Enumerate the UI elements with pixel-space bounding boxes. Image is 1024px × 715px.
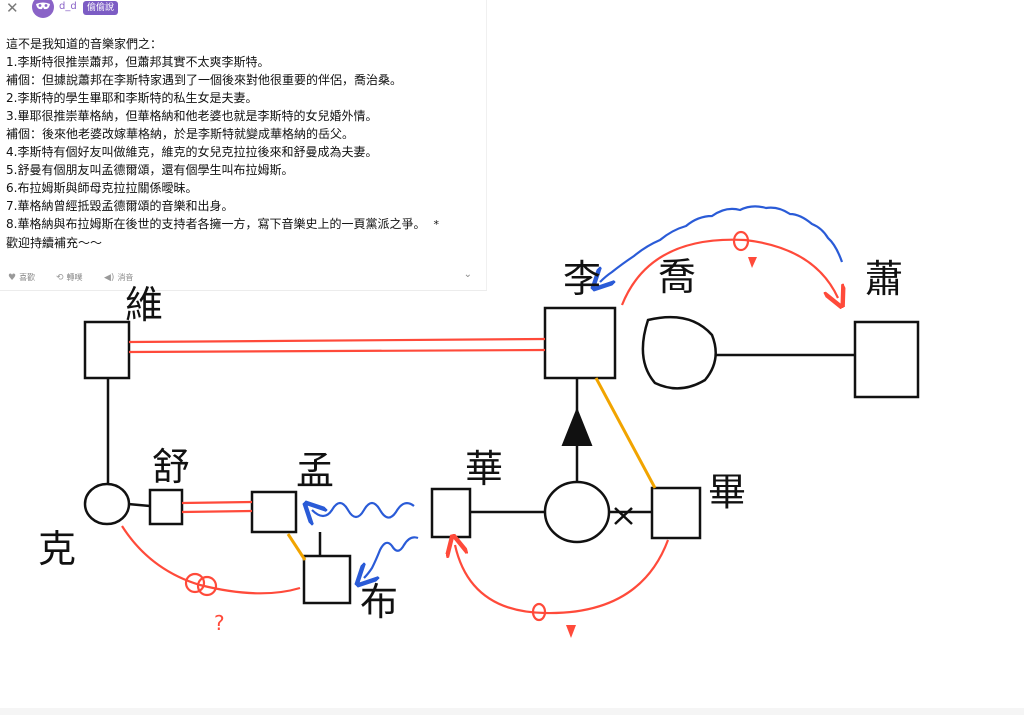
label-li: 李 [563,257,601,301]
ring-mark-bottom [531,602,547,622]
speaker-icon: ◀) [104,272,115,283]
node-xiao [853,320,920,399]
wei-li-friend-line-1 [128,337,546,344]
wei-li-friend-line-2 [128,348,546,354]
node-li [543,306,617,380]
label-xiao: 蕭 [865,257,903,301]
chevron-down-icon[interactable]: ⌄ [463,269,472,280]
post-actions: ♥ 喜歡 ⟲ 轉噗 ◀) 消音 ⌄ [6,269,472,286]
mask-avatar-icon[interactable] [32,0,54,18]
admiration-waves [312,205,844,578]
post-line-text: 8.華格納與布拉姆斯在後世的支持者各擁一方，寫下音樂史上的一頁黨派之爭。 [6,217,426,231]
shu-meng-friend-line-2 [181,509,253,514]
post-line: 1.李斯特很推崇蕭邦，但蕭邦其實不太爽李斯特。 [6,55,270,69]
shu-meng-friend-line-1 [181,500,253,505]
post-header: ✕ d_d 偷偷說 [0,0,487,22]
post-divider [0,290,487,291]
label-wei: 維 [125,283,163,327]
friendship-lines [128,337,546,514]
like-label: 喜歡 [19,273,36,282]
panel-divider [486,0,487,290]
bottom-strip [0,708,1024,715]
post-line: 4.李斯特有個好友叫做維克，維克的女兒克拉拉後來和舒曼成為夫妻。 [6,145,378,159]
hua-bu-wave [364,536,419,578]
close-x-icon[interactable]: ✕ [6,0,19,17]
node-li-daughter [543,480,611,544]
post-line: 補個：後來他老婆改嫁華格納，於是李斯特就變成華格納的岳父。 [6,127,355,141]
ke-shu-marriage-line [127,502,151,508]
like-button[interactable]: ♥ 喜歡 [8,272,35,283]
node-hua [430,487,472,539]
heart-mark-top [748,257,757,268]
heart-mark-bottom [566,625,576,638]
anonymous-tag-badge: 偷偷說 [83,1,119,15]
post-line: 6.布拉姆斯與師母克拉拉關係曖昧。 [6,181,198,195]
node-shu [148,488,184,526]
label-shu: 舒 [152,445,190,489]
post-line: 歡迎持續補充～～ [6,236,103,250]
node-bu [302,554,352,605]
label-qiao: 喬 [658,255,696,299]
repost-button[interactable]: ⟲ 轉噗 [56,272,83,283]
post-content: 這不是我知道的音樂家們之： 1.李斯特很推崇蕭邦，但蕭邦其實不太爽李斯特。 補個… [6,35,486,252]
post-line: 3.畢耶很推崇華格納，但華格納和他老婆也就是李斯特的女兒婚外情。 [6,109,378,123]
label-bi: 畢 [708,470,746,514]
ring-mark-left [184,572,206,594]
li-xiao-curve [620,238,838,305]
heart-icon: ♥ [8,272,17,283]
love-curves [121,230,838,622]
hua-meng-wave [312,503,415,518]
mute-label: 消音 [117,273,134,282]
username[interactable]: d_d [59,1,77,12]
label-bu: 布 [360,580,398,624]
node-bi [650,486,702,540]
post-line: 2.李斯特的學生畢耶和李斯特的私生女是夫妻。 [6,91,258,105]
mute-button[interactable]: ◀) 消音 [104,272,133,283]
post-line: 這不是我知道的音樂家們之： [6,37,163,51]
ring-mark [732,230,750,252]
node-qiao [641,315,717,390]
repost-label: 轉噗 [66,273,83,282]
post-line: 8.華格納與布拉姆斯在後世的支持者各擁一方，寫下音樂史上的一頁黨派之爭。 * [6,215,486,234]
node-meng [250,490,298,534]
node-wei [83,320,131,380]
meng-bu-teacher-line [286,533,307,561]
question-mark: ? [214,611,225,635]
ring-mark-right [196,575,218,597]
li-xiao-admire-wave [600,205,844,282]
label-meng: 孟 [296,449,334,493]
label-ke: 克 [38,527,76,571]
divorce-cross-b [614,507,633,525]
bi-hua-curve [455,540,670,615]
label-hua: 華 [465,447,503,491]
repost-icon: ⟲ [56,272,64,283]
node-ke [83,482,131,526]
post-line: 5.舒曼有個朋友叫孟德爾頌，還有個學生叫布拉姆斯。 [6,163,294,177]
post-line: 補個：但據說蕭邦在李斯特家遇到了一個後來對他很重要的伴侶，喬治桑。 [6,73,403,87]
triangle-marker [561,407,593,446]
li-bi-teacher-line [594,377,657,489]
post-line: 7.華格納曾經抵毀孟德爾頌的音樂和出身。 [6,199,234,213]
ke-bu-curve [121,525,301,595]
teacher-lines [286,377,657,561]
asterisk-mark: * [433,218,439,231]
